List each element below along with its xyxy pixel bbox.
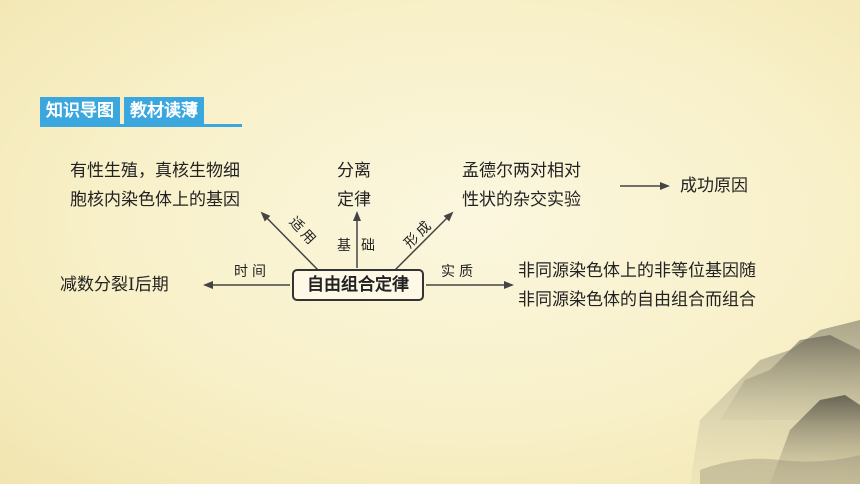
central-node: 自由组合定律 xyxy=(292,269,424,301)
left-text: 减数分裂Ⅰ后期 xyxy=(60,275,169,295)
arrow-apply xyxy=(260,211,319,271)
knowledge-map-tag: 知识导图 xyxy=(40,97,120,125)
right-top-text-line2: 性状的杂交实验 xyxy=(462,190,581,210)
textbook-reading-tag: 教材读薄 xyxy=(124,97,204,125)
right-text-line1: 非同源染色体上的非等位基因随 xyxy=(518,261,756,281)
label-basis: 基础 xyxy=(337,238,385,254)
top-text-line1: 分离 xyxy=(337,161,371,181)
label-essence: 实质 xyxy=(441,264,477,280)
top-text-line2: 定律 xyxy=(337,190,371,210)
left-top-text-line1: 有性生殖，真核生物细 xyxy=(70,161,240,181)
arrow-form xyxy=(394,211,454,271)
label-time: 时间 xyxy=(234,264,270,280)
right-text-line2: 非同源染色体的自由组合而组合 xyxy=(518,290,756,310)
header-underline xyxy=(40,124,242,127)
header-tags: 知识导图 教材读薄 xyxy=(40,97,204,125)
success-reason-text: 成功原因 xyxy=(680,176,748,196)
right-top-text-line1: 孟德尔两对相对 xyxy=(462,161,581,181)
left-top-text-line2: 胞核内染色体上的基因 xyxy=(70,190,240,210)
